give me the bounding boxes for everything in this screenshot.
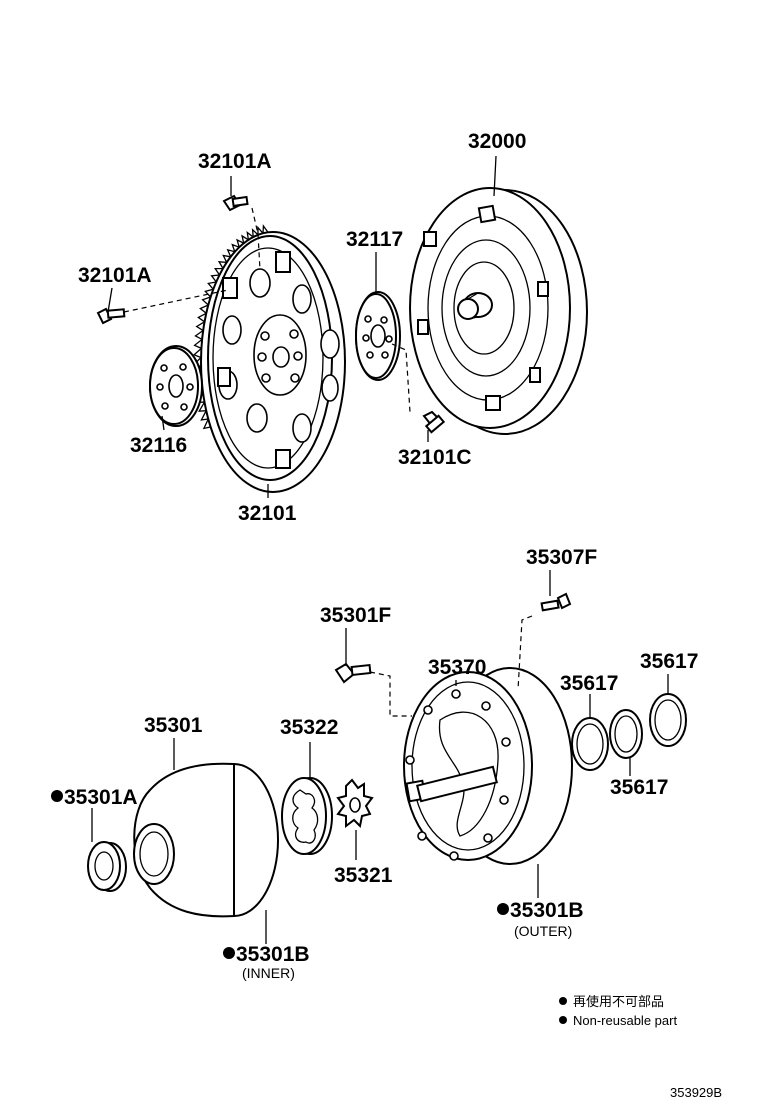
legend: 再使用不可部品 Non-reusable part xyxy=(559,994,677,1028)
non-reusable-dot-35301B-outer xyxy=(497,903,509,915)
label-35307F: 35307F xyxy=(526,546,597,569)
label-35301: 35301 xyxy=(144,714,203,737)
oil-pump-body-35370 xyxy=(403,667,573,865)
label-35617-a: 35617 xyxy=(560,672,618,695)
label-32116: 32116 xyxy=(130,434,187,457)
label-32000: 32000 xyxy=(468,130,526,153)
bolt-32101C xyxy=(422,410,446,434)
label-35301A: 35301A xyxy=(64,786,138,809)
drive-gear-35321 xyxy=(336,778,374,829)
oil-seal-35301A xyxy=(87,841,127,892)
legend-text-en: Non-reusable part xyxy=(573,1013,677,1028)
label-35322: 35322 xyxy=(280,716,338,739)
label-32101C: 32101C xyxy=(398,446,472,469)
label-35301F: 35301F xyxy=(320,604,391,627)
label-35617-c: 35617 xyxy=(610,776,668,799)
label-32101A-top: 32101A xyxy=(198,150,272,173)
non-reusable-dot-35301A xyxy=(51,790,63,802)
label-inner-note: (INNER) xyxy=(242,965,295,981)
bolt-35301F xyxy=(334,662,372,684)
label-35301B-inner: 35301B xyxy=(236,943,310,966)
bolt-32101A-top xyxy=(222,194,249,212)
seal-ring-35617-c xyxy=(649,693,687,747)
label-32101A-left: 32101A xyxy=(78,264,152,287)
label-35617-b: 35617 xyxy=(640,650,698,673)
bolt-32101A-left xyxy=(96,307,126,325)
label-outer-note: (OUTER) xyxy=(514,923,572,939)
legend-dot-en xyxy=(559,1016,567,1024)
label-35370: 35370 xyxy=(428,656,486,679)
torque-converter-32000 xyxy=(409,187,588,435)
seal-ring-35617-b xyxy=(609,709,643,759)
spacer-plate-32117 xyxy=(355,291,401,381)
pump-cover-35301 xyxy=(133,762,279,918)
bolt-35307F xyxy=(540,592,572,612)
driven-gear-35322 xyxy=(281,777,333,855)
label-35301B-outer: 35301B xyxy=(510,899,584,922)
label-32117: 32117 xyxy=(346,228,403,251)
spacer-plate-32116 xyxy=(149,345,203,427)
label-35321: 35321 xyxy=(334,864,393,887)
label-32101: 32101 xyxy=(238,502,297,525)
legend-text-jp: 再使用不可部品 xyxy=(573,994,664,1009)
non-reusable-dot-35301B-inner xyxy=(223,947,235,959)
seal-ring-35617-a xyxy=(571,717,609,771)
drive-plate-32101 xyxy=(192,224,346,493)
legend-dot-jp xyxy=(559,997,567,1005)
drawing-code: 353929B xyxy=(670,1085,722,1100)
